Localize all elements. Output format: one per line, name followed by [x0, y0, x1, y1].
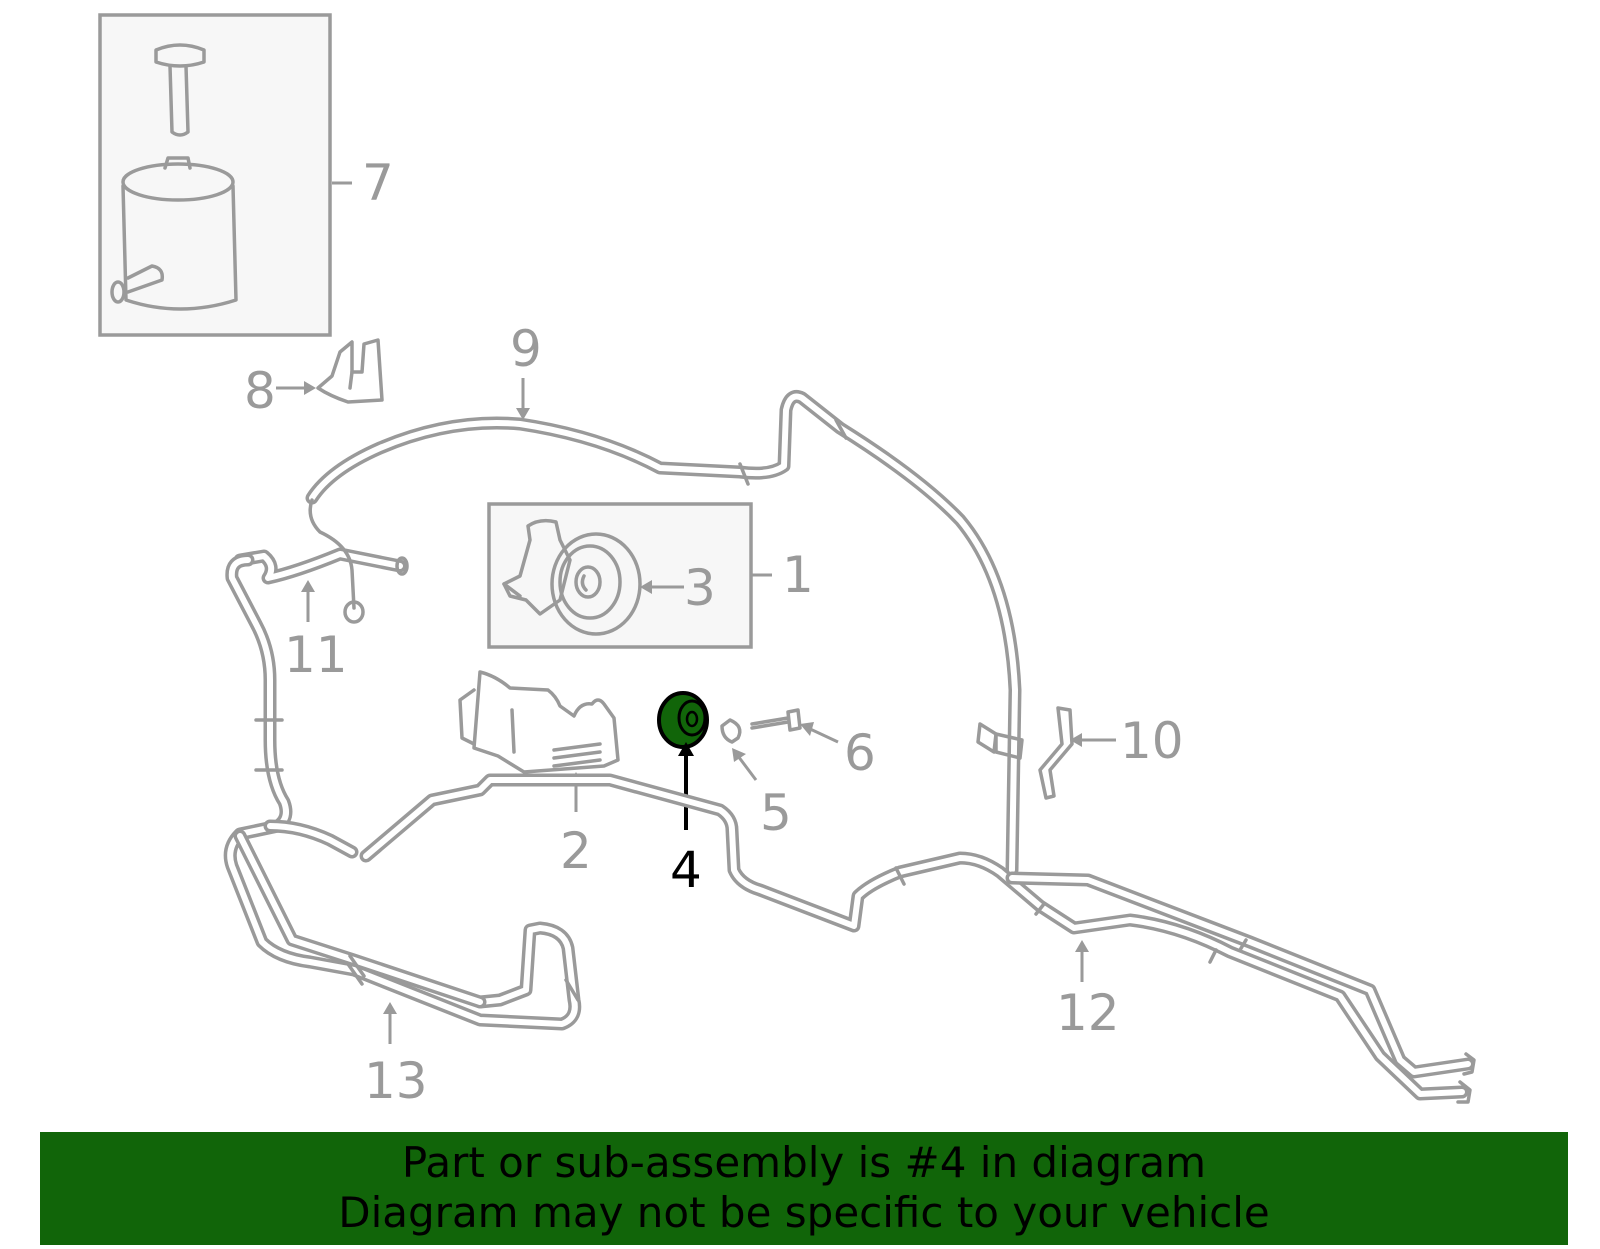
pulley-4-highlighted[interactable]: [657, 691, 709, 749]
callout-3: 3: [684, 559, 716, 617]
info-banner: Part or sub-assembly is #4 in diagram Di…: [40, 1132, 1568, 1245]
callout-9: 9: [510, 320, 542, 378]
reservoir-assembly[interactable]: [98, 13, 332, 337]
banner-line-2: Diagram may not be specific to your vehi…: [338, 1188, 1270, 1237]
bracket-10[interactable]: [1038, 706, 1074, 800]
callout-2: 2: [560, 822, 592, 880]
bolt-6[interactable]: [750, 708, 802, 732]
cooler-2[interactable]: [458, 670, 620, 774]
banner-line-1: Part or sub-assembly is #4 in diagram: [401, 1138, 1207, 1187]
cooler-lines-12[interactable]: [359, 773, 1476, 1104]
hose-assembly-13[interactable]: [223, 553, 582, 1031]
callout-10: 10: [1120, 712, 1184, 770]
callout-6: 6: [844, 724, 876, 782]
bracket-8[interactable]: [316, 338, 384, 404]
callout-12: 12: [1056, 984, 1120, 1042]
pump-assembly[interactable]: [487, 502, 753, 649]
callout-1: 1: [782, 546, 814, 604]
washer-5[interactable]: [720, 718, 742, 744]
callout-5: 5: [760, 784, 792, 842]
callout-13: 13: [364, 1052, 428, 1110]
callout-11: 11: [284, 626, 348, 684]
callout-4: 4: [670, 841, 702, 899]
callout-8: 8: [244, 362, 276, 420]
pressure-hose-9[interactable]: [305, 390, 1024, 877]
callout-7: 7: [362, 154, 394, 212]
return-hose-11[interactable]: [233, 498, 409, 624]
